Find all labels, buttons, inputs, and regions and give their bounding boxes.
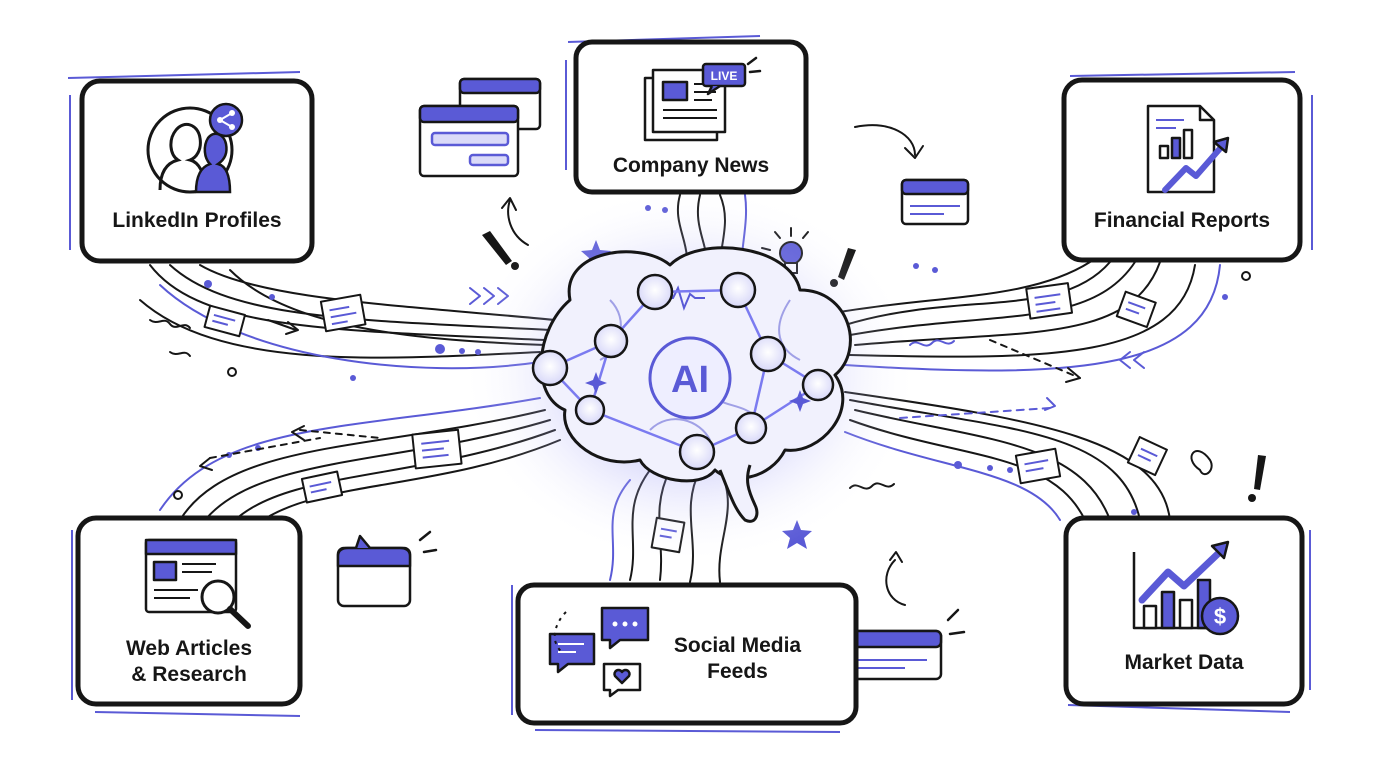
report-chart-icon (1146, 104, 1230, 194)
svg-text:$: $ (1214, 604, 1226, 629)
chat-window-icon (336, 530, 438, 608)
people-share-icon (146, 102, 244, 194)
flow-rings (173, 271, 1251, 500)
ai-brain: AI (460, 185, 920, 565)
trend-dollar-icon: $ (1132, 540, 1240, 636)
browser-magnifier-icon (144, 538, 251, 629)
newspaper-live-icon: LIVE (643, 56, 762, 142)
node-label-financial: Financial Reports (1093, 209, 1271, 232)
node-label-social: Social Media Feeds (673, 634, 802, 683)
live-badge: LIVE (711, 69, 738, 83)
node-label-web-articles: Web Articles & Research (125, 637, 253, 686)
node-label-company-news: Company News (612, 154, 770, 177)
chat-bubbles-icon (548, 606, 650, 698)
browser-window-icon (900, 178, 970, 226)
ai-label: AI (671, 359, 709, 401)
node-label-market: Market Data (1124, 651, 1244, 674)
browser-window-icon (418, 77, 542, 178)
flow-arrows (149, 124, 1213, 606)
node-label-linkedin: LinkedIn Profiles (112, 209, 282, 232)
